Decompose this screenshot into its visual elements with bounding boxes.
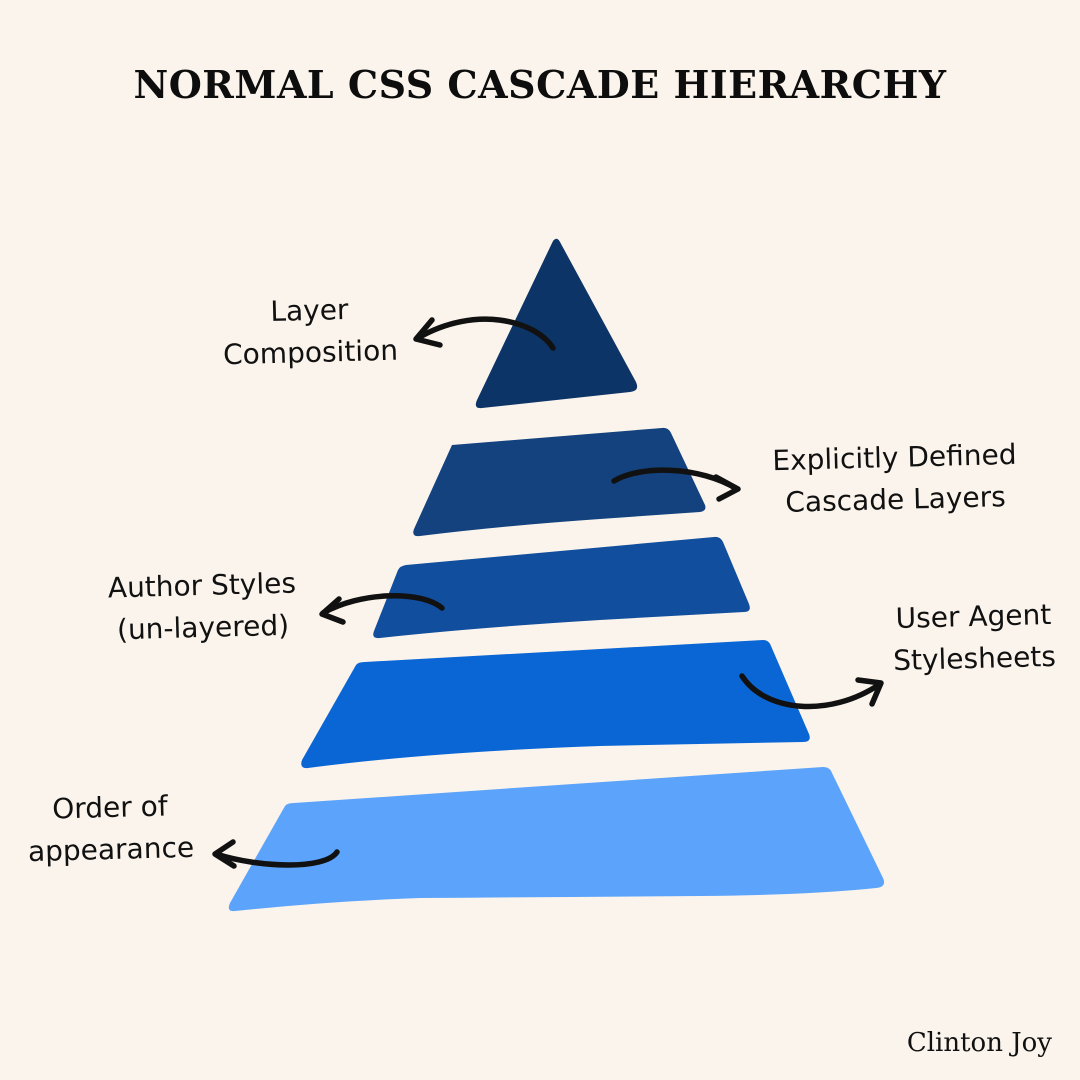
arrow-order-appearance-head — [212, 839, 237, 869]
arrow-author-styles-head — [319, 596, 346, 625]
label-user-agent-line-2: Stylesheets — [892, 639, 1057, 678]
arrow-explicit-layers-head — [713, 474, 741, 502]
pyramid-level-1 — [475, 238, 638, 409]
page-title: NORMAL CSS CASCADE HIERARCHY — [133, 62, 947, 107]
label-author-styles-line-1: Author Styles — [107, 566, 297, 605]
arrow-author-styles — [320, 593, 445, 616]
arrow-layer-composition-head — [413, 317, 443, 348]
arrow-layer-composition — [415, 316, 556, 351]
label-order-appearance-line-2: appearance — [27, 830, 195, 869]
pyramid-level-3 — [373, 536, 750, 639]
arrow-order-appearance — [213, 849, 340, 868]
label-layer-composition: Layer Composition — [204, 287, 416, 376]
label-explicit-layers: Explicitly Defined Cascade Layers — [744, 433, 1046, 525]
pyramid-level-4 — [301, 640, 810, 769]
label-layer-composition-line-1: Layer — [269, 292, 349, 329]
label-author-styles: Author Styles (un-layered) — [84, 562, 321, 652]
arrow-user-agent-head — [855, 677, 884, 707]
label-user-agent: User Agent Stylesheets — [867, 593, 1080, 683]
label-order-appearance-line-1: Order of — [51, 789, 169, 826]
author-signature: Clinton Joy — [906, 1028, 1052, 1058]
label-layer-composition-line-2: Composition — [222, 333, 399, 372]
label-explicit-layers-line-2: Cascade Layers — [784, 480, 1007, 519]
arrow-user-agent — [739, 673, 883, 710]
label-author-styles-line-2: (un-layered) — [116, 608, 290, 647]
label-order-appearance: Order of appearance — [7, 784, 214, 873]
label-user-agent-line-1: User Agent — [895, 597, 1052, 636]
pyramid-level-2 — [413, 427, 706, 537]
pyramid-level-5 — [228, 767, 885, 912]
